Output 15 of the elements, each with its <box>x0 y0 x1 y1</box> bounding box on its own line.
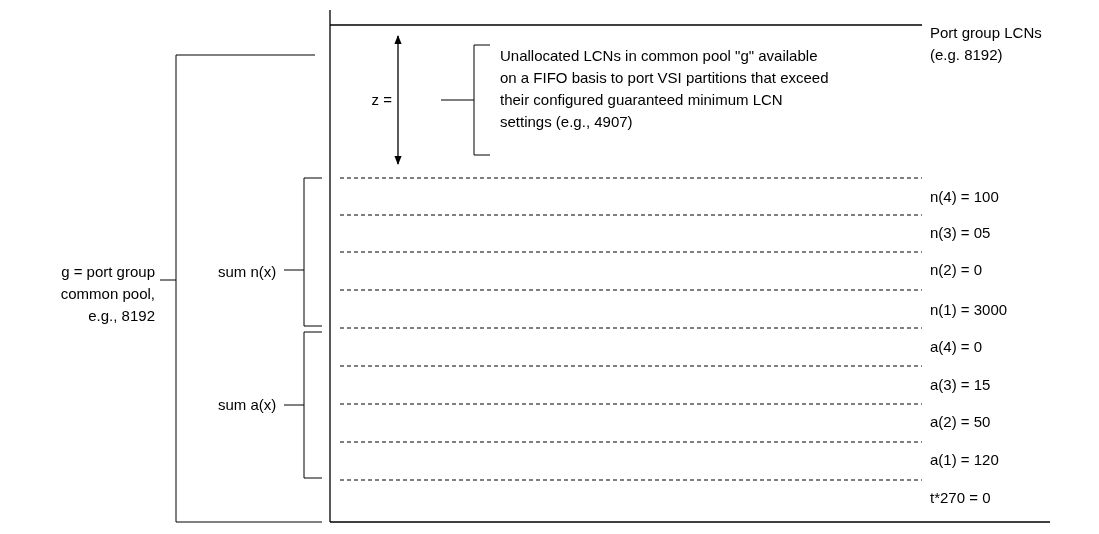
row-value-label: a(4) = 0 <box>930 337 984 357</box>
pool-label: g = port group common pool, e.g., 8192 <box>59 262 155 326</box>
row-value-label: n(3) = 05 <box>930 223 992 243</box>
row-value-label: n(2) = 0 <box>930 260 984 280</box>
scale-label: Port group LCNs (e.g. 8192) <box>930 23 1043 65</box>
row-value-label: a(3) = 15 <box>930 375 992 395</box>
row-value-label: n(4) = 100 <box>930 187 1000 207</box>
dimension-label: z = <box>370 90 392 110</box>
row-value-label: a(1) = 120 <box>930 450 1000 470</box>
row-value-label: n(1) = 3000 <box>930 300 1009 320</box>
group-label: sum n(x) <box>218 262 278 282</box>
group-label: sum a(x) <box>218 395 278 415</box>
row-value-label: a(2) = 50 <box>930 412 992 432</box>
annotation-text: Unallocated LCNs in common pool "g" available on a FIFO basis to port VSI partitions that exceed their configured guaranteed minimum LCN settings (e.g., 4907) <box>500 46 830 132</box>
row-value-label: t*270 = 0 <box>930 488 992 508</box>
